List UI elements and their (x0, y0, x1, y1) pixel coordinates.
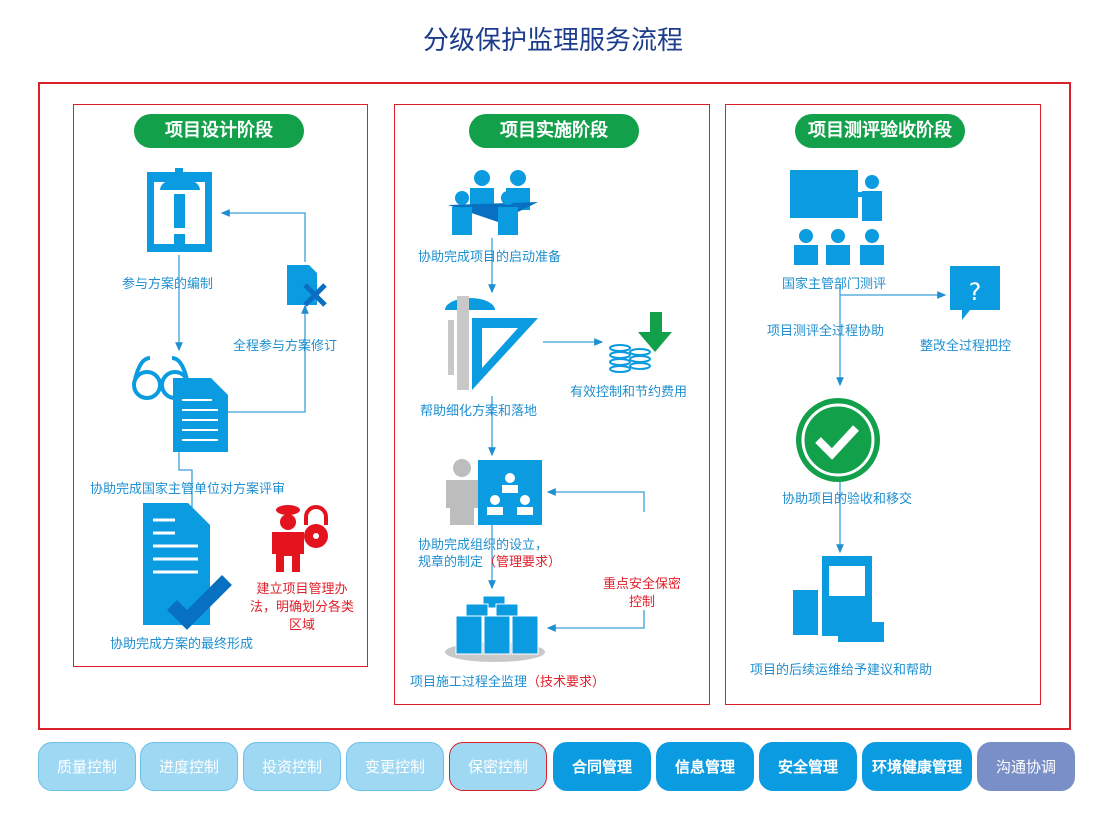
note-line: 控制 (628, 595, 655, 610)
document-check-icon (143, 503, 232, 630)
building-icon (793, 556, 884, 642)
organization-icon (446, 459, 542, 525)
management-requirement: （管理要求） (483, 555, 562, 570)
panel-implementation (394, 104, 710, 705)
communication-coordination-button[interactable]: 沟通协调 (977, 742, 1075, 791)
panel-acceptance (725, 104, 1041, 705)
svg-text:?: ? (969, 278, 982, 306)
step-evaluation-assist: 项目测评全过程协助 (767, 324, 885, 339)
question-bubble-icon: ? (950, 266, 1000, 320)
information-management-button[interactable]: 信息管理 (656, 742, 754, 791)
step-regulations: 规章的制定（管理要求） (418, 551, 561, 570)
environment-health-management-button[interactable]: 环境健康管理 (862, 742, 972, 791)
step-plan-drafting: 参与方案的编制 (122, 277, 214, 292)
step-rectification: 整改全过程把控 (920, 339, 1012, 354)
panel-design (73, 104, 368, 667)
design-security-note: 建立项目管理办法，明确划分各类区域 (240, 581, 364, 635)
safety-management-button[interactable]: 安全管理 (759, 742, 857, 791)
quality-control-button[interactable]: 质量控制 (38, 742, 136, 791)
step-refine-plan: 帮助细化方案和落地 (420, 404, 538, 419)
document-x-icon (287, 265, 327, 307)
step-plan-review: 协助完成国家主管单位对方案评审 (90, 482, 286, 497)
note-line: 区域 (288, 618, 315, 633)
step-plan-revision: 全程参与方案修订 (233, 339, 338, 354)
stage-implementation-label: 项目实施阶段 (469, 114, 639, 148)
step-construction-supervision: 项目施工过程全监理（技术要求） (410, 671, 605, 690)
investment-control-button[interactable]: 投资控制 (243, 742, 341, 791)
servers-icon (445, 595, 545, 662)
supervision-text: 项目施工过程全监理 (410, 675, 528, 690)
schedule-control-button[interactable]: 进度控制 (140, 742, 238, 791)
presentation-icon (790, 170, 884, 265)
step-maintenance: 项目的后续运维给予建议和帮助 (750, 663, 933, 678)
ruler-pencil-icon (445, 296, 538, 390)
note-line: 法，明确划分各类 (249, 600, 354, 615)
step-acceptance: 协助项目的验收和移交 (782, 492, 913, 507)
note-line: 建立项目管理办 (256, 582, 348, 597)
guard-lock-icon (272, 505, 328, 572)
contract-management-button[interactable]: 合同管理 (553, 742, 651, 791)
note-line: 重点安全保密 (602, 577, 681, 592)
stage-design-label: 项目设计阶段 (134, 114, 304, 148)
glasses-document-icon (132, 356, 228, 452)
step-national-evaluation: 国家主管部门测评 (782, 277, 887, 292)
regulations-text: 规章的制定 (418, 555, 484, 570)
security-control-button[interactable]: 保密控制 (449, 742, 547, 791)
step-kickoff: 协助完成项目的启动准备 (418, 250, 562, 265)
implementation-security-note: 重点安全保密控制 (592, 576, 692, 612)
technical-requirement: （技术要求） (527, 675, 606, 690)
stage-acceptance-label: 项目测评验收阶段 (795, 114, 965, 148)
step-plan-final: 协助完成方案的最终形成 (110, 637, 254, 652)
outer-frame (38, 82, 1071, 730)
change-control-button[interactable]: 变更控制 (346, 742, 444, 791)
team-icon (448, 170, 538, 235)
step-cost-control: 有效控制和节约费用 (570, 385, 688, 400)
check-circle-icon (796, 398, 880, 482)
coins-down-icon (609, 312, 672, 373)
page-title: 分级保护监理服务流程 (422, 26, 683, 56)
clipboard-alert-icon (147, 168, 212, 252)
step-organization: 协助完成组织的设立， (418, 538, 549, 553)
connector-arrows (175, 209, 947, 632)
